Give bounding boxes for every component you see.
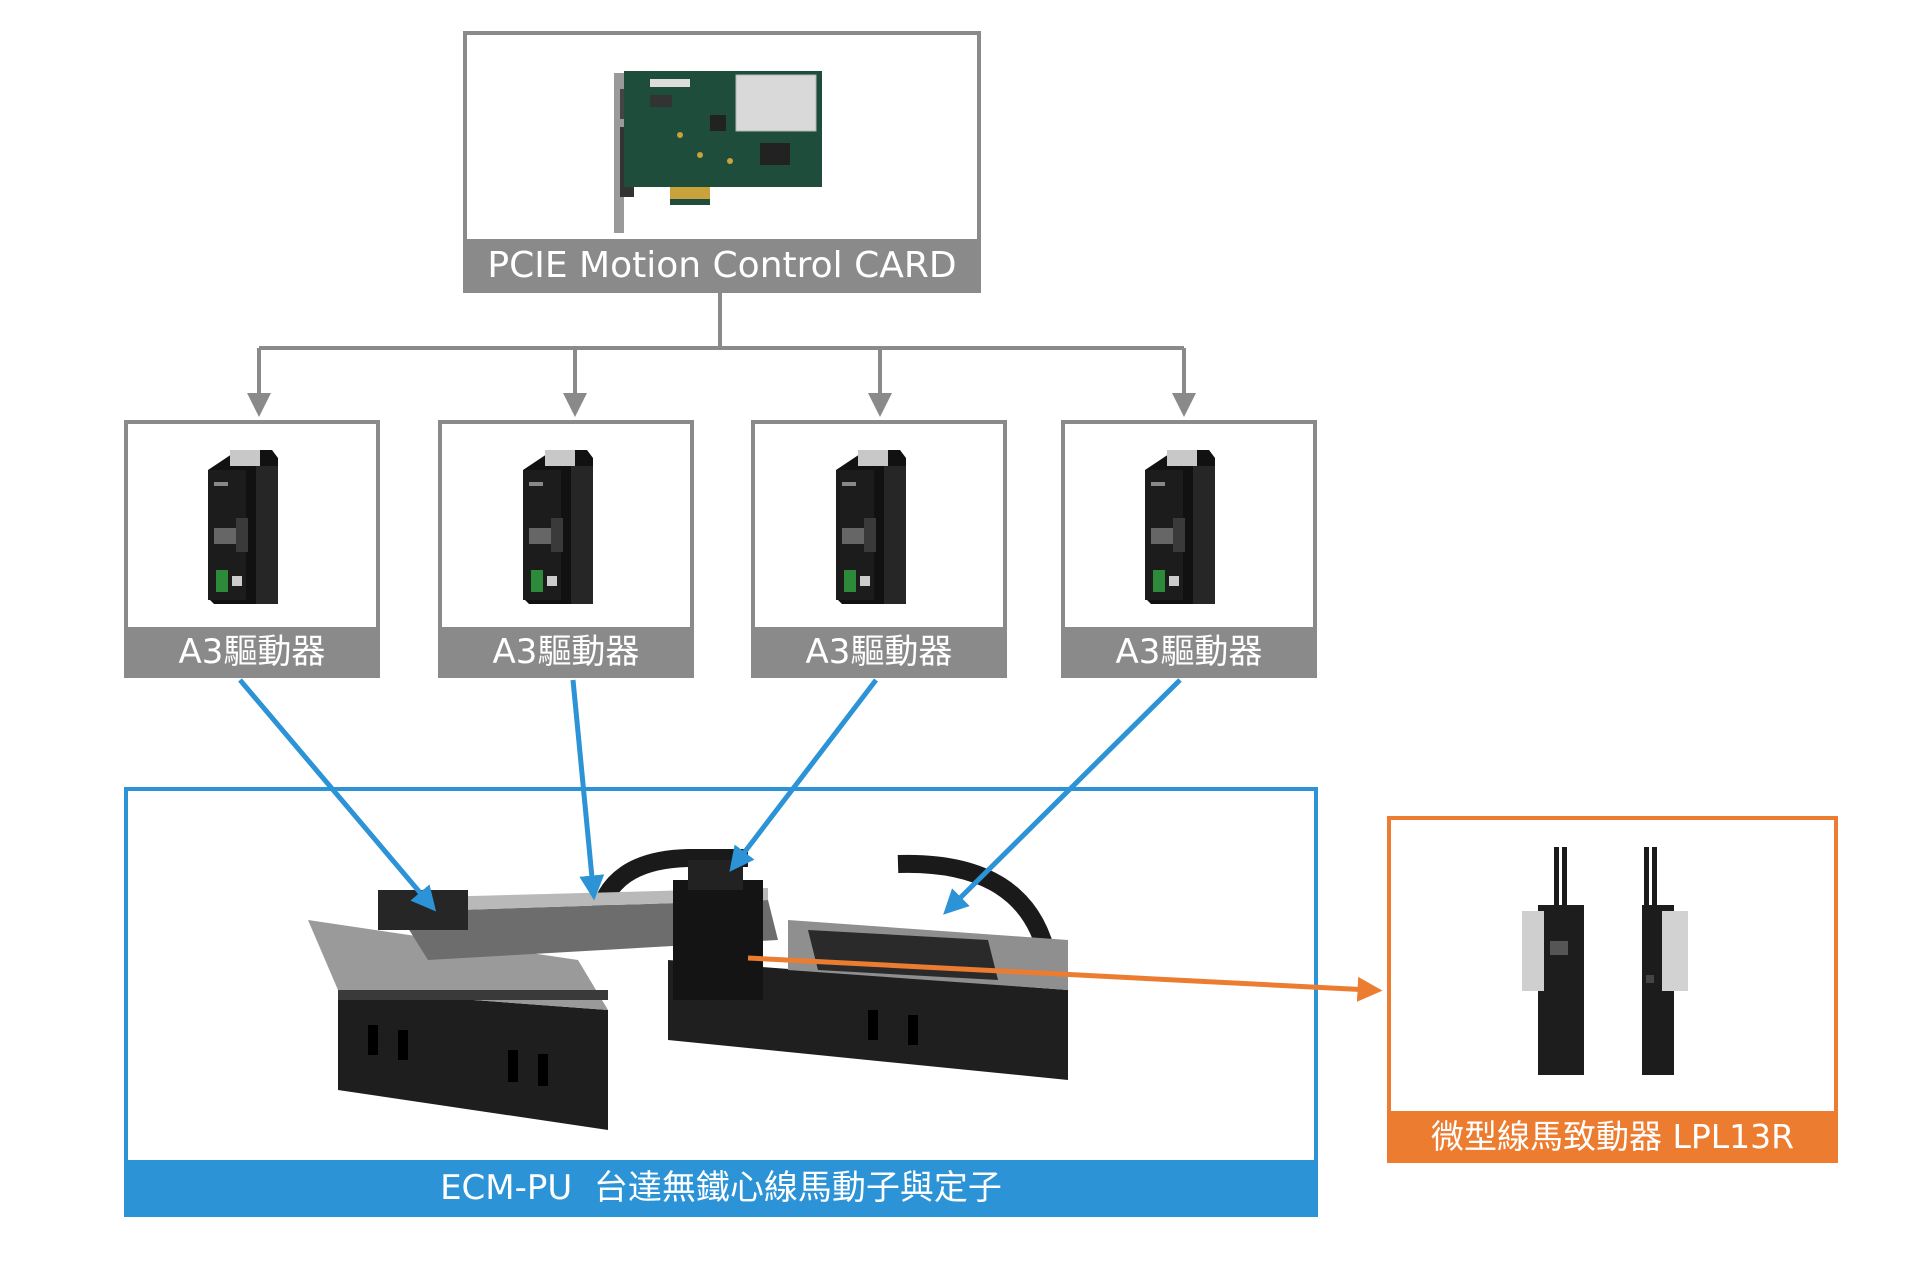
lpl13r-actuator-label: 微型線馬致動器 LPL13R xyxy=(1387,1111,1838,1163)
lpl13r-actuator-image xyxy=(1522,847,1688,1075)
driver-label-1: A3驅動器 xyxy=(124,627,380,678)
linear-stage-image xyxy=(308,849,1068,1130)
a3-driver-image-3 xyxy=(836,450,906,604)
driver-label-4: A3驅動器 xyxy=(1061,627,1317,678)
pcie-card-label: PCIE Motion Control CARD xyxy=(463,239,981,293)
lpl13r-actuator-box xyxy=(1387,816,1838,1163)
a3-driver-image-2 xyxy=(523,450,593,604)
a3-driver-image-4 xyxy=(1145,450,1215,604)
driver-label-3: A3驅動器 xyxy=(751,627,1007,678)
card-to-driver-connectors xyxy=(247,290,1196,417)
driver-label-2: A3驅動器 xyxy=(438,627,694,678)
pcie-card-image xyxy=(614,71,822,233)
ecm-pu-stage-label: ECM-PU 台達無鐵心線馬動子與定子 xyxy=(124,1160,1318,1217)
a3-driver-image-1 xyxy=(208,450,278,604)
